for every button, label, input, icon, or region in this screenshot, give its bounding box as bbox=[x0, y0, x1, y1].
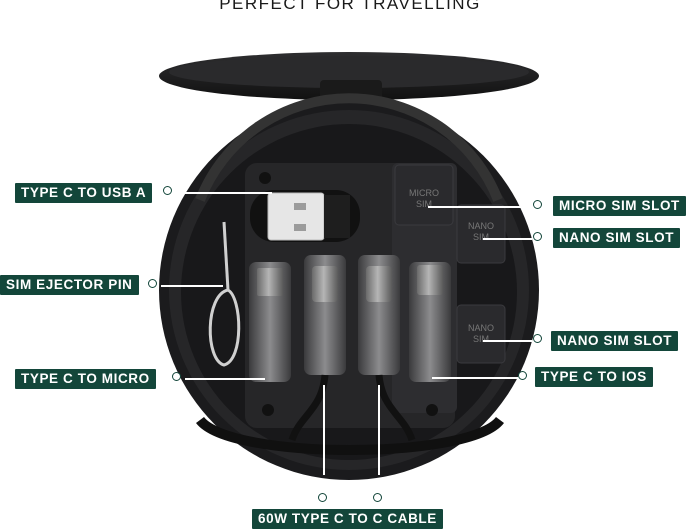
leader-nano-bottom bbox=[483, 340, 532, 342]
svg-text:SIM: SIM bbox=[416, 199, 432, 209]
svg-text:NANO: NANO bbox=[468, 221, 494, 231]
sim-ejector-pin bbox=[208, 221, 241, 367]
label-sim-ejector-pin: SIM EJECTOR PIN bbox=[0, 275, 139, 295]
label-nano-sim-slot-bottom: NANO SIM SLOT bbox=[551, 331, 679, 351]
marker-ios bbox=[518, 371, 527, 380]
marker-usb-a bbox=[163, 186, 172, 195]
usb-a-adapter bbox=[250, 190, 360, 242]
svg-text:SIM: SIM bbox=[473, 334, 489, 344]
leader-micro bbox=[185, 378, 265, 380]
type-c-to-ios-adapter bbox=[409, 262, 451, 382]
leader-ios bbox=[432, 377, 518, 379]
label-micro-sim-slot: MICRO SIM SLOT bbox=[553, 196, 686, 216]
leader-usb-a bbox=[177, 192, 272, 194]
label-60w-cable: 60W TYPE C TO C CABLE bbox=[252, 509, 443, 529]
type-c-cable-left bbox=[288, 255, 346, 442]
type-c-cable-right bbox=[358, 255, 416, 442]
leader-sim-pin bbox=[161, 285, 223, 287]
leader-nano-top bbox=[483, 238, 532, 240]
label-type-c-to-usb-a: TYPE C TO USB A bbox=[15, 183, 153, 203]
svg-text:MICRO: MICRO bbox=[409, 188, 439, 198]
svg-text:SIM: SIM bbox=[473, 232, 489, 242]
svg-text:NANO: NANO bbox=[468, 323, 494, 333]
sim-slots: MICRO SIM NANO SIM NANO SIM bbox=[394, 164, 506, 364]
label-type-c-to-ios: TYPE C TO IOS bbox=[535, 367, 653, 387]
label-nano-sim-slot-top: NANO SIM SLOT bbox=[553, 228, 681, 248]
type-c-to-micro-adapter bbox=[249, 262, 291, 382]
leader-cable-left bbox=[323, 385, 325, 475]
leader-micro-sim bbox=[428, 206, 532, 208]
marker-cable-right bbox=[373, 493, 382, 502]
marker-nano-top bbox=[533, 232, 542, 241]
page-title: PERFECT FOR TRAVELLING bbox=[219, 0, 481, 13]
marker-nano-bottom bbox=[533, 334, 542, 343]
marker-sim-pin bbox=[148, 279, 157, 288]
marker-micro-sim bbox=[533, 200, 542, 209]
marker-cable-left bbox=[318, 493, 327, 502]
leader-cable-right bbox=[378, 385, 380, 475]
marker-micro bbox=[172, 372, 181, 381]
label-type-c-to-micro: TYPE C TO MICRO bbox=[15, 369, 156, 389]
